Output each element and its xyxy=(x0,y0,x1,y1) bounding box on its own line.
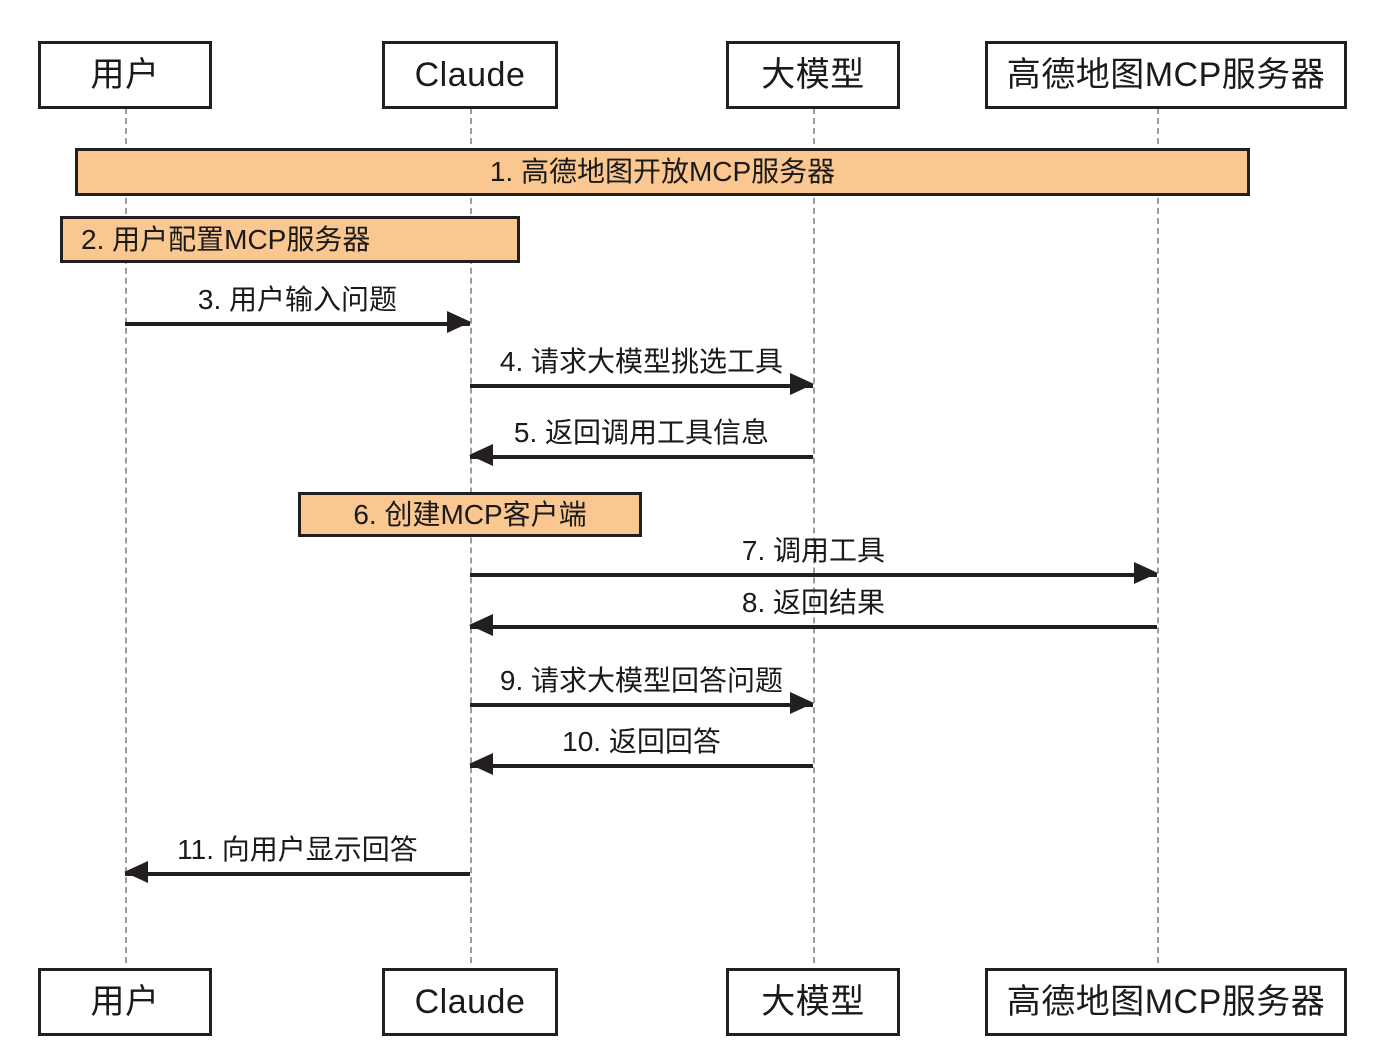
message-9-label: 9. 请求大模型回答问题 xyxy=(499,665,784,696)
message-7-label: 7. 调用工具 xyxy=(741,535,886,566)
message-8-line xyxy=(470,625,1157,629)
message-4-line xyxy=(470,384,813,388)
participant-user-bottom-label: 用户 xyxy=(90,983,160,1021)
message-5-line xyxy=(470,455,813,459)
message-7-line xyxy=(470,573,1157,577)
message-5-arrowhead-icon xyxy=(469,444,493,466)
message-9-arrowhead-icon xyxy=(790,692,814,714)
note-6-label: 6. 创建MCP客户端 xyxy=(353,498,587,530)
message-5-label: 5. 返回调用工具信息 xyxy=(513,417,770,448)
message-11-line xyxy=(125,872,470,876)
note-1-label: 1. 高德地图开放MCP服务器 xyxy=(489,156,836,187)
participant-claude-bottom-label: Claude xyxy=(414,983,526,1021)
note-2-label: 2. 用户配置MCP服务器 xyxy=(81,223,371,255)
participant-user-bottom[interactable]: 用户 xyxy=(38,968,212,1036)
participant-amap[interactable]: 高德地图MCP服务器 xyxy=(985,41,1347,109)
participant-amap-bottom-label: 高德地图MCP服务器 xyxy=(1006,983,1326,1021)
participant-llm[interactable]: 大模型 xyxy=(726,41,900,109)
participant-llm-bottom[interactable]: 大模型 xyxy=(726,968,900,1036)
lifeline-llm xyxy=(813,108,815,963)
message-10-label: 10. 返回回答 xyxy=(562,726,721,757)
participant-llm-label: 大模型 xyxy=(761,56,865,94)
message-3-line xyxy=(125,322,470,326)
participant-amap-label: 高德地图MCP服务器 xyxy=(1006,56,1326,94)
participant-claude-label: Claude xyxy=(414,56,526,94)
message-7-arrowhead-icon xyxy=(1134,562,1158,584)
message-8-arrowhead-icon xyxy=(469,614,493,636)
message-9-line xyxy=(470,703,813,707)
note-2[interactable]: 2. 用户配置MCP服务器 xyxy=(60,216,520,263)
participant-claude-bottom[interactable]: Claude xyxy=(382,968,558,1036)
lifeline-user xyxy=(125,108,127,963)
note-6[interactable]: 6. 创建MCP客户端 xyxy=(298,492,642,537)
message-11-arrowhead-icon xyxy=(124,861,148,883)
message-10-line xyxy=(470,764,813,768)
lifeline-amap xyxy=(1157,108,1159,963)
message-3-label: 3. 用户输入问题 xyxy=(197,284,398,315)
participant-claude[interactable]: Claude xyxy=(382,41,558,109)
participant-user-label: 用户 xyxy=(90,56,160,94)
note-1[interactable]: 1. 高德地图开放MCP服务器 xyxy=(75,148,1250,196)
message-3-arrowhead-icon xyxy=(447,311,471,333)
message-10-arrowhead-icon xyxy=(469,753,493,775)
participant-amap-bottom[interactable]: 高德地图MCP服务器 xyxy=(985,968,1347,1036)
message-11-label: 11. 向用户显示回答 xyxy=(177,834,418,865)
participant-user[interactable]: 用户 xyxy=(38,41,212,109)
message-8-label: 8. 返回结果 xyxy=(741,587,886,618)
message-4-arrowhead-icon xyxy=(790,373,814,395)
message-4-label: 4. 请求大模型挑选工具 xyxy=(499,346,784,377)
participant-llm-bottom-label: 大模型 xyxy=(761,983,865,1021)
